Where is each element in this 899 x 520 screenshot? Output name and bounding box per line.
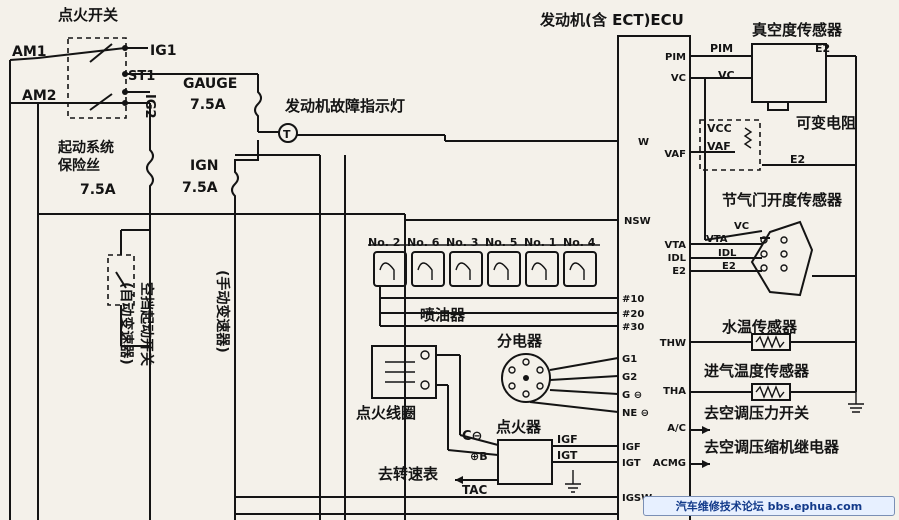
injector-group (373, 251, 597, 287)
throttle-sensor-title: 节气门开度传感器 (722, 191, 843, 209)
variable-resistor-box (699, 119, 761, 171)
vacuum-pin-vc: VC (718, 69, 735, 82)
tps-pin-idl: IDL (718, 248, 737, 259)
ac-arrow-icon (702, 426, 710, 434)
throttle-sensor-body (750, 220, 814, 297)
am1-lead (37, 47, 126, 59)
vacuum-pin-e2: E2 (815, 42, 830, 55)
injector-label-2: No. 6 (407, 236, 440, 249)
ecu-pin-vc: VC (671, 73, 686, 84)
check-engine-lamp-icon (278, 123, 298, 143)
neutral-switch-line1: (自动变速器) (118, 282, 135, 365)
terminal-st1: ST1 (128, 69, 155, 84)
tps-pin-e2: E2 (722, 261, 736, 272)
ignition-switch-title: 点火开关 (58, 6, 118, 24)
water-temp-resistor (751, 333, 791, 351)
sensor-ground-icon (848, 403, 864, 413)
ecu-pin-10: #10 (622, 294, 644, 305)
starter-fuse-rating: 7.5A (80, 182, 116, 198)
injector-label-1: No. 2 (368, 236, 400, 249)
tach-label: 去转速表 (378, 465, 439, 483)
ecu-pin-tha: THA (663, 386, 686, 397)
intake-temp-resistor (751, 383, 791, 401)
gauge-fuse (254, 74, 262, 132)
ecu-pin-igt: IGT (622, 458, 641, 469)
variable-resistor-title: 可变电阻 (796, 114, 856, 132)
ecu-pin-g1: G1 (622, 354, 637, 365)
tps-pin-vta: VTA (706, 234, 728, 245)
ign-fuse-rating: 7.5A (182, 180, 218, 196)
vr-pin-e2: E2 (790, 153, 805, 166)
ecu-pin-g2: G2 (622, 372, 637, 383)
tach-pin: TAC (462, 483, 488, 497)
igniter-pin-igt: IGT (557, 449, 578, 462)
ground-icon (565, 483, 581, 493)
ecu-pin-vaf: VAF (664, 149, 686, 160)
injector-label-3: No. 3 (446, 236, 478, 249)
ecu-pin-pim: PIM (665, 52, 686, 63)
neutral-switch-line2: 空挡起动开关 (138, 282, 155, 366)
ecu-pin-idl: IDL (668, 253, 687, 264)
water-temp-sensor-label: 水温传感器 (722, 318, 798, 336)
ecu-pin-20: #20 (622, 309, 644, 320)
igniter-box (497, 439, 553, 485)
injector-label-5: No. 1 (524, 236, 556, 249)
acmg-arrow-icon (702, 460, 710, 468)
igniter-title: 点火器 (496, 418, 542, 436)
ecu-pin-ne-minus: NE ⊖ (622, 408, 649, 419)
svg-text:T: T (283, 128, 291, 141)
ecu-pin-nsw: NSW (624, 216, 651, 227)
gauge-fuse-name: GAUGE (183, 76, 237, 92)
watermark-badge: 汽车维修技术论坛 bbs.ephua.com (643, 496, 895, 516)
ecu-title: 发动机(含 ECT)ECU (539, 11, 684, 29)
ignition-coil-label: 点火线圈 (356, 404, 416, 422)
vacuum-pin-pim: PIM (710, 42, 733, 55)
ecu-pin-w: W (638, 137, 649, 148)
intake-temp-sensor-label: 进气温度传感器 (704, 362, 810, 380)
distributor-label: 分电器 (497, 332, 543, 350)
ac-relay-label: 去空调压缩机继电器 (704, 438, 840, 456)
injector-label-6: No. 4 (563, 236, 596, 249)
injector-caption: 喷油器 (420, 306, 466, 324)
ecu-pin-vta: VTA (664, 240, 686, 251)
ignition-switch-box (67, 37, 127, 119)
gauge-fuse-rating: 7.5A (190, 97, 226, 113)
ecu-pin-acmg: ACMG (653, 458, 686, 469)
terminal-am1: AM1 (12, 44, 47, 60)
ecu-pin-e2: E2 (672, 266, 686, 277)
ecu-pin-igf: IGF (622, 442, 641, 453)
vacuum-sensor-title: 真空度传感器 (752, 21, 843, 39)
starter-fuse-line1: 起动系统 (57, 139, 114, 156)
tps-pin-vc: VC (734, 221, 749, 232)
starter-fuse-line2: 保险丝 (57, 157, 100, 174)
vr-pin-vcc: VCC (707, 122, 732, 135)
igniter-pin-igf: IGF (557, 433, 578, 446)
starter-fuse (146, 103, 154, 214)
ac-switch-label: 去空调压力开关 (704, 404, 809, 422)
terminal-am2: AM2 (22, 88, 57, 104)
vr-pin-vaf: VAF (707, 140, 731, 153)
ecu-pin-ac: A/C (667, 423, 686, 434)
manual-transmission-note: (手动变速器) (214, 270, 231, 353)
check-engine-lamp-label: 发动机故障指示灯 (284, 97, 405, 115)
ecu-box (617, 35, 691, 520)
tach-arrow-icon (455, 476, 463, 484)
ecu-pin-igsw: IGSW (622, 493, 652, 504)
ignition-coil-box (371, 345, 437, 399)
ecu-pin-g-minus: G ⊖ (622, 390, 642, 401)
ecu-pin-30: #30 (622, 322, 644, 333)
distributor-icon (501, 353, 551, 403)
ign-fuse (231, 140, 259, 215)
ecu-pin-list: PIM VC W VAF NSW VTA IDL E2 #10 #20 #30 … (622, 52, 687, 504)
ign-fuse-name: IGN (190, 158, 218, 174)
terminal-ig1: IG1 (150, 43, 176, 59)
ecu-pin-thw: THW (660, 338, 686, 349)
injector-label-4: No. 5 (485, 236, 517, 249)
